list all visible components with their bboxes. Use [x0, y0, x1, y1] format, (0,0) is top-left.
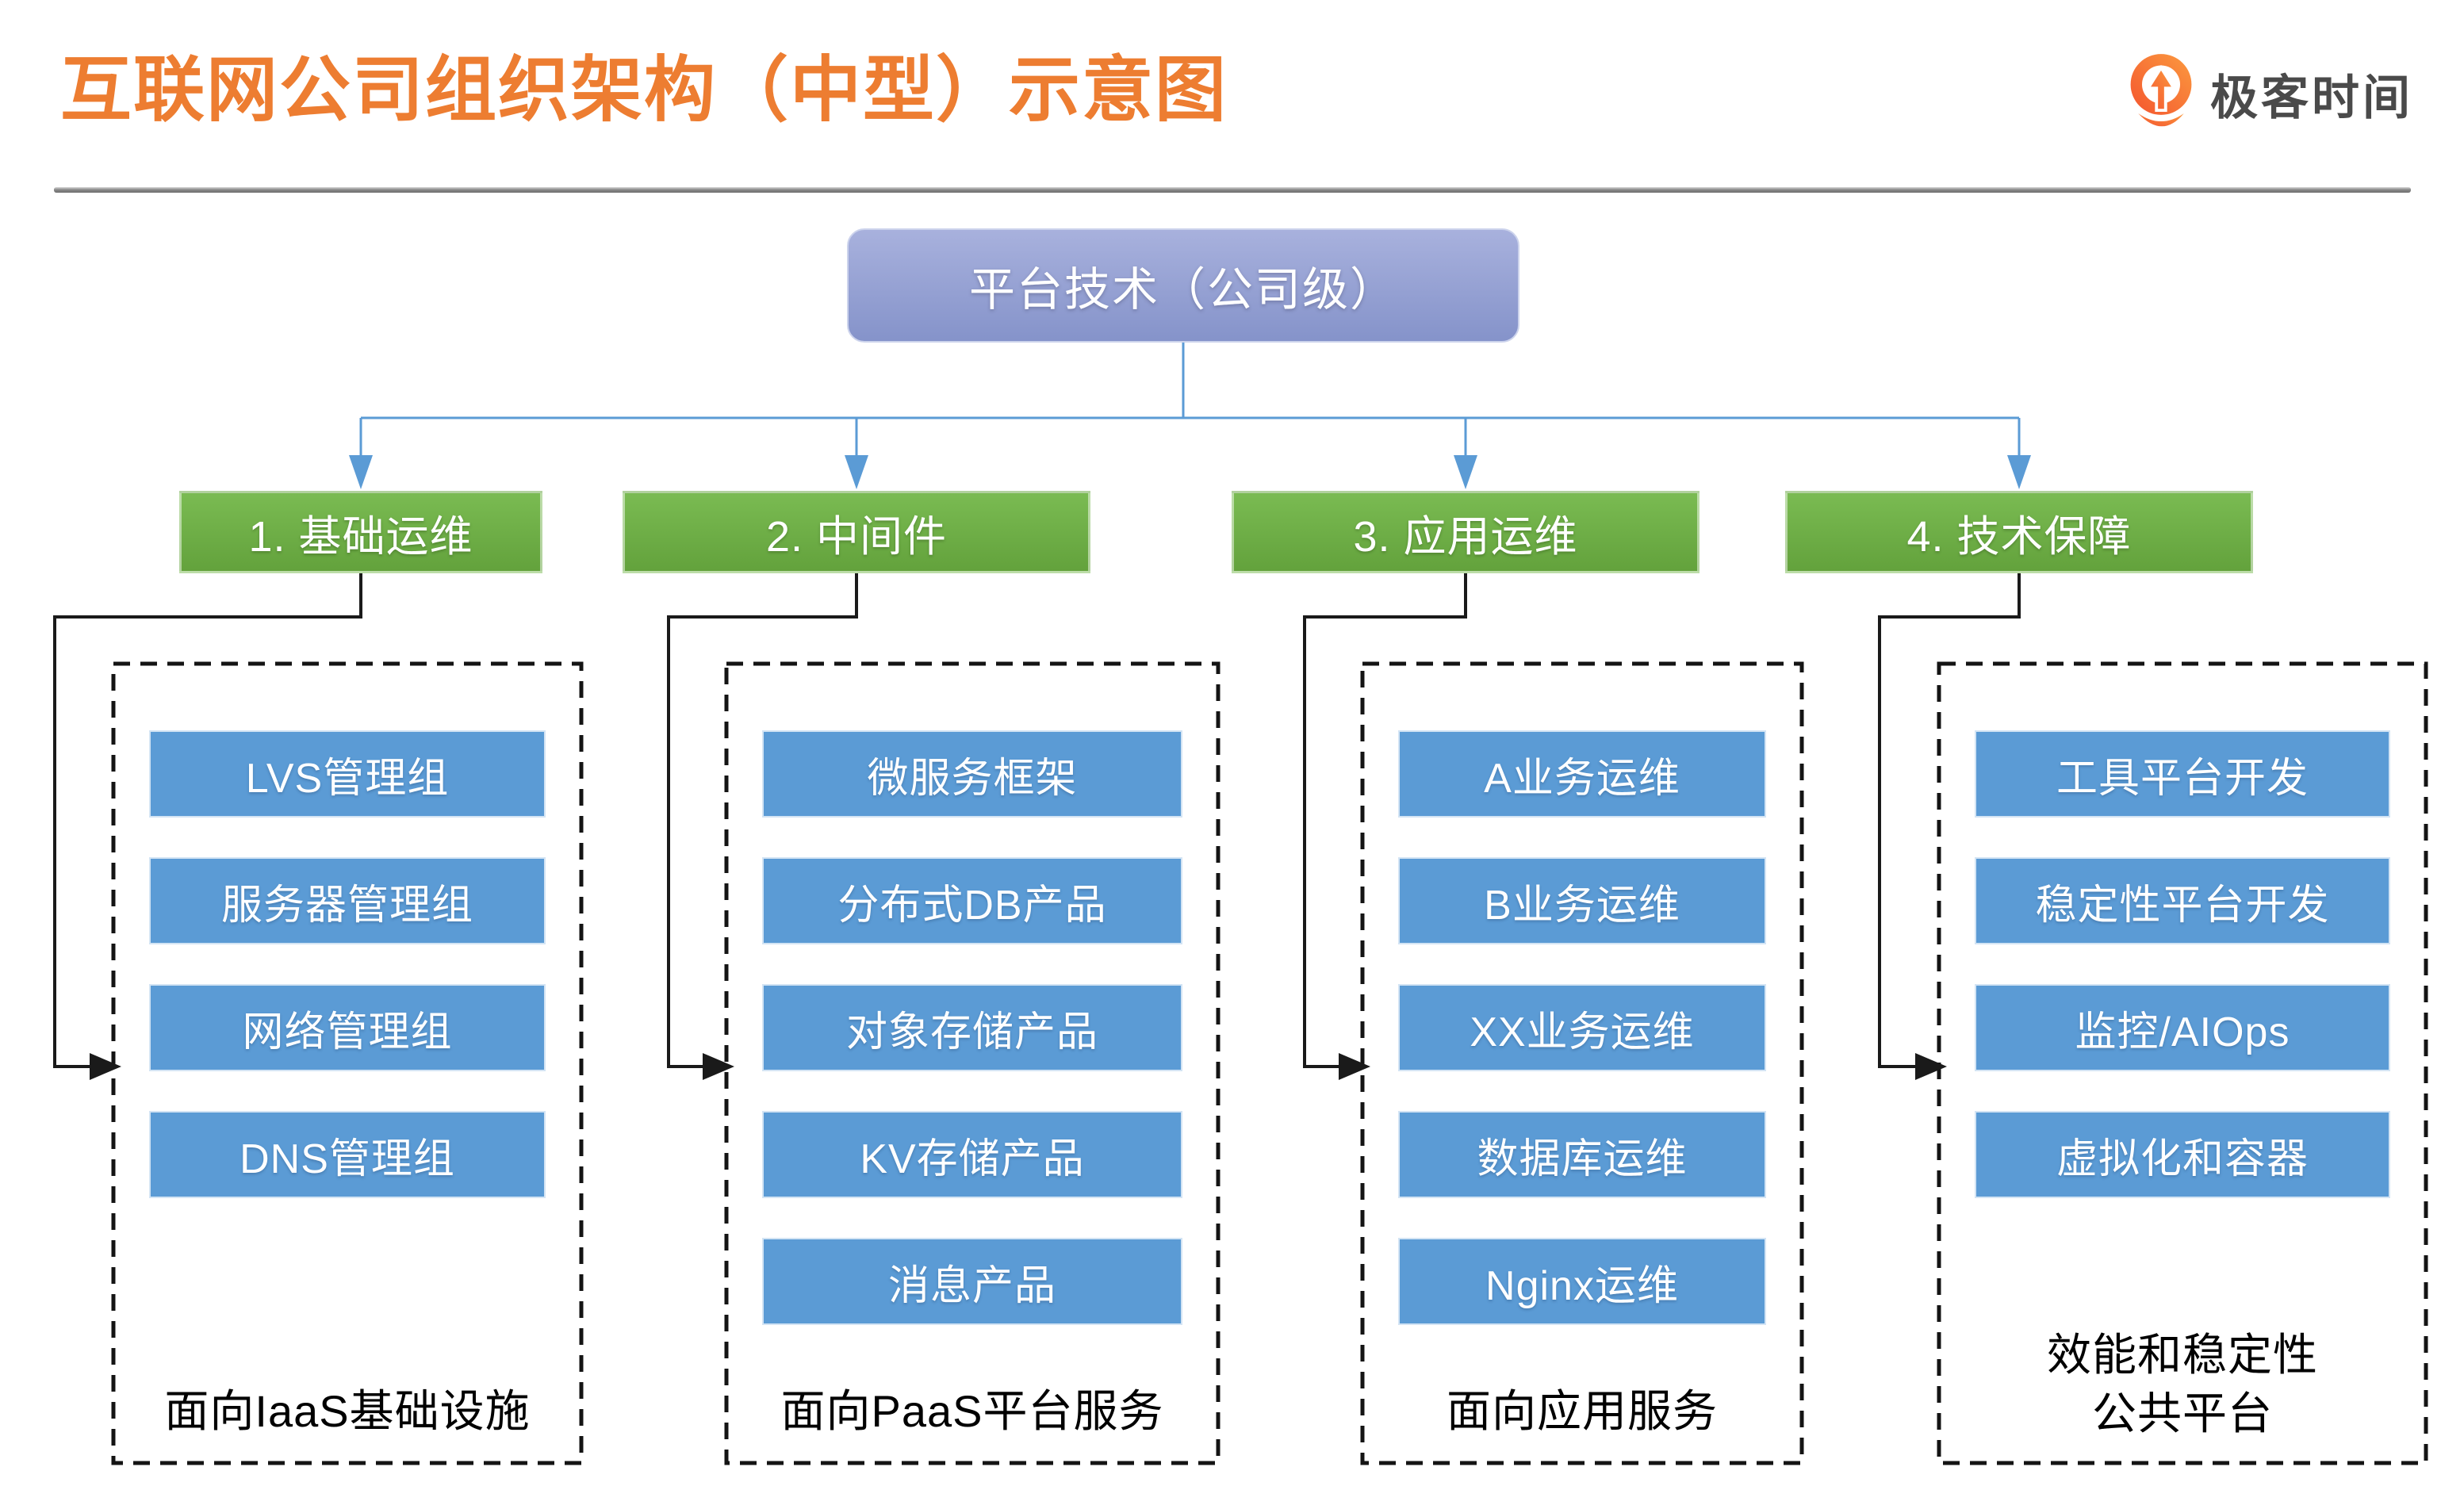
branch-node-4: 4. 技术保障 [1785, 491, 2253, 573]
team-item-3-2: B业务运维 [1398, 857, 1766, 944]
branch-node-3: 3. 应用运维 [1232, 491, 1700, 573]
elbow-arrow-icon-3 [1339, 1053, 1370, 1080]
team-item-2-3: 对象存储产品 [762, 984, 1182, 1071]
team-caption-3: 面向应用服务 [1447, 1386, 1718, 1436]
team-container-2 [724, 661, 1221, 1465]
team-caption-4: 效能和稳定性 公共平台 [2047, 1330, 2318, 1438]
team-item-4-4: 虚拟化和容器 [1975, 1111, 2390, 1198]
elbow-arrow-icon-1 [90, 1053, 121, 1080]
brand-logo: 极客时间 [2123, 52, 2413, 135]
team-item-3-5: Nginx运维 [1398, 1238, 1766, 1325]
team-item-4-3: 监控/AIOps [1975, 984, 2390, 1071]
team-item-3-3: XX业务运维 [1398, 984, 1766, 1071]
team-item-4-2: 稳定性平台开发 [1975, 857, 2390, 944]
team-caption-2: 面向PaaS平台服务 [780, 1386, 1164, 1436]
branch-arrow-icon-3 [1454, 455, 1477, 489]
team-item-4-1: 工具平台开发 [1975, 730, 2390, 818]
elbow-connector-4 [1878, 573, 2021, 1068]
title-separator [54, 187, 2411, 193]
brand-name: 极客时间 [2210, 71, 2413, 124]
team-item-1-1: LVS管理组 [149, 730, 546, 818]
team-item-2-5: 消息产品 [762, 1238, 1182, 1325]
branch-arrow-icon-4 [2007, 455, 2031, 489]
team-item-1-3: 网络管理组 [149, 984, 546, 1071]
branch-arrow-icon-1 [349, 455, 373, 489]
team-item-1-2: 服务器管理组 [149, 857, 546, 944]
branch-arrow-icon-2 [845, 455, 868, 489]
team-item-3-4: 数据库运维 [1398, 1111, 1766, 1198]
elbow-arrow-icon-4 [1915, 1053, 1947, 1080]
elbow-connector-2 [667, 573, 858, 1068]
elbow-connector-1 [53, 573, 362, 1068]
team-item-3-1: A业务运维 [1398, 730, 1766, 818]
branch-node-1: 1. 基础运维 [179, 491, 542, 573]
team-item-2-1: 微服务框架 [762, 730, 1182, 818]
page-title: 互联网公司组织架构（中型）示意图 [60, 51, 1228, 130]
elbow-arrow-icon-2 [703, 1053, 734, 1080]
team-item-2-2: 分布式DB产品 [762, 857, 1182, 944]
branch-node-2: 2. 中间件 [623, 491, 1090, 573]
elbow-connector-3 [1303, 573, 1467, 1068]
root-node: 平台技术（公司级） [847, 228, 1519, 343]
team-item-1-4: DNS管理组 [149, 1111, 546, 1198]
team-caption-1: 面向IaaS基础设施 [164, 1386, 531, 1436]
geektime-logo-icon [2130, 54, 2192, 127]
team-item-2-4: KV存储产品 [762, 1111, 1182, 1198]
